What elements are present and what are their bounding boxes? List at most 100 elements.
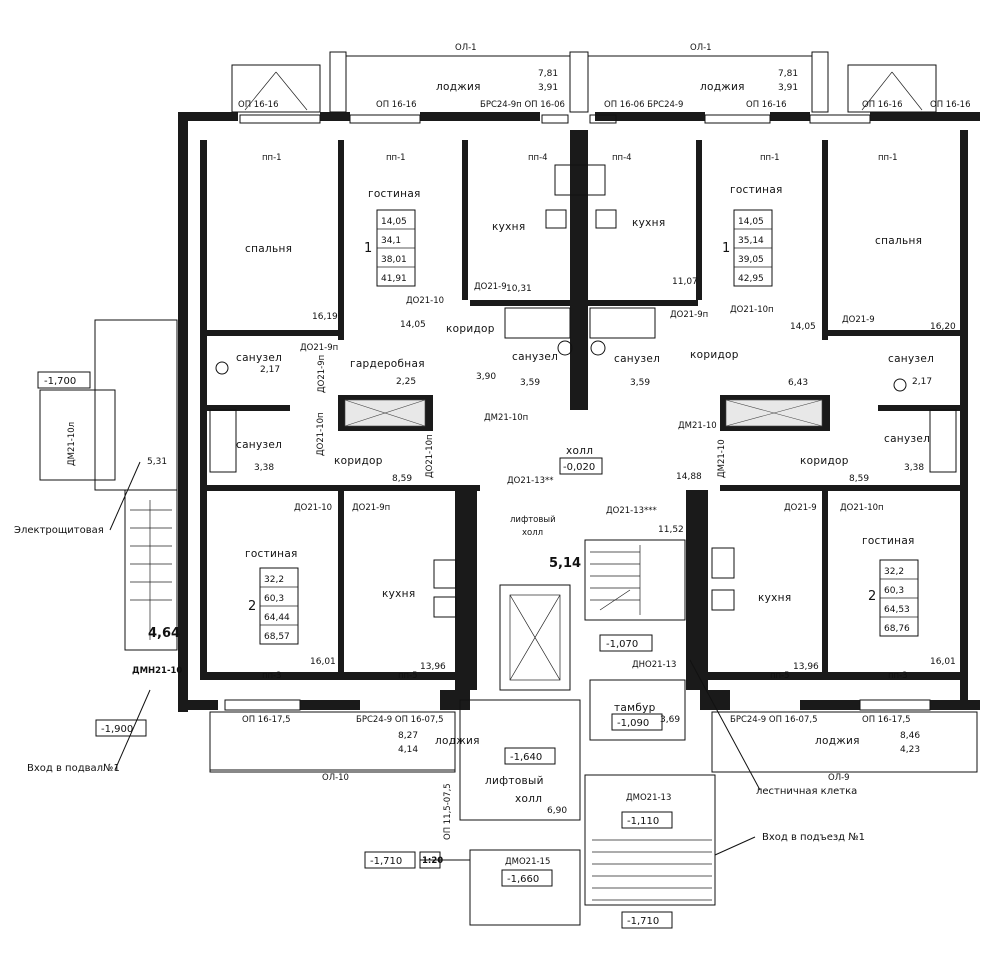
- area-stair: 11,52: [658, 525, 684, 535]
- level-1710-b: -1,710: [627, 916, 659, 927]
- door-do21-10-a: ДО21-10: [406, 296, 444, 306]
- door-dm21-10: ДМ21-10: [678, 421, 717, 431]
- room-living-bottom-left: гостиная: [245, 548, 298, 560]
- pp1-d: пп-1: [878, 153, 898, 163]
- pp3-left: пп-3: [262, 671, 282, 681]
- loggia-tl-area-b: 3,91: [538, 83, 558, 93]
- door-dmo21-13: ДМО21-13: [626, 793, 671, 803]
- op-7: ОП 16-16: [930, 100, 970, 110]
- pp4-b: пп-4: [612, 153, 632, 163]
- room-wardrobe: гардеробная: [350, 358, 425, 370]
- apt-tr-v4: 42,95: [738, 274, 764, 284]
- pp5-right: пп-5: [770, 671, 790, 681]
- apt-br-v2: 60,3: [884, 586, 904, 596]
- area-kitchen-bottom-right: 13,96: [793, 662, 819, 672]
- level-1900: -1,900: [101, 724, 133, 735]
- callout-entrance: Вход в подъезд №1: [762, 832, 865, 843]
- fixtures: [209, 164, 957, 618]
- loggia-top-left: лоджия: [436, 81, 481, 93]
- area-wc-right: 2,17: [912, 377, 932, 387]
- door-do21-10-d: ДО21-10: [294, 503, 332, 513]
- loggia-tl-area-a: 7,81: [538, 69, 558, 79]
- door-do21-10p-b: ДО21-10п: [730, 305, 774, 315]
- door-do21-9-a: ДО21-9: [474, 282, 507, 292]
- door-dmn21-10: ДМН21-10: [132, 666, 182, 676]
- room-loggia-bottom-right: лоджия: [815, 735, 860, 747]
- apt-br-v3: 64,53: [884, 605, 910, 615]
- loggia-bl-area-a: 8,27: [398, 731, 418, 741]
- area-5-31: 5,31: [147, 457, 167, 467]
- door-dm21-10p: ДМ21-10п: [484, 413, 528, 423]
- room-tambur: тамбур: [614, 702, 656, 714]
- room-corridor-2: коридор: [690, 349, 739, 361]
- op-bottom-1: ОП 16-17,5: [242, 715, 291, 725]
- room-corridor-1: коридор: [446, 323, 495, 335]
- area-wc2-right: 3,38: [904, 463, 924, 473]
- apt-tr-v2: 35,14: [738, 236, 764, 246]
- op-bottom-4: ОП 16-17,5: [862, 715, 911, 725]
- ol10: ОЛ-10: [322, 773, 349, 783]
- loggia-tr-area-b: 3,91: [778, 83, 798, 93]
- door-do21-9-e: ДО21-9: [784, 503, 817, 513]
- room-bedroom-left: спальня: [245, 243, 292, 255]
- pp1-b: пп-1: [386, 153, 406, 163]
- apt-tl-v3: 38,01: [381, 255, 407, 265]
- apt-tr-number: 1: [722, 241, 730, 256]
- op-2: ОП 16-16: [376, 100, 416, 110]
- door-dm21-10l: ДМ21-10л: [67, 422, 77, 466]
- door-do21-9p-d: ДО21-9п: [352, 503, 390, 513]
- op-1: ОП 16-16: [238, 100, 278, 110]
- apt-tr-v1: 14,05: [738, 217, 764, 227]
- room-corridor-4: коридор: [800, 455, 849, 467]
- apt-bl-v4: 68,57: [264, 632, 290, 642]
- door-do21-10p-e: ДО21-10п: [840, 503, 884, 513]
- area-corridor-left: 14,05: [400, 320, 426, 330]
- callout-staircase: лестничная клетка: [756, 786, 857, 797]
- area-wardrobe: 2,25: [396, 377, 416, 387]
- area-bedroom-left: 16,19: [312, 312, 338, 322]
- area-tambur: 3,69: [660, 715, 680, 725]
- area-lift-down: 6,90: [547, 806, 567, 816]
- callout-basement-entry: Вход в подвал№1: [27, 763, 120, 774]
- area-bedroom-right: 16,20: [930, 322, 956, 332]
- apt-br-number: 2: [868, 589, 876, 604]
- apt-bl-v3: 64,44: [264, 613, 290, 623]
- ol9: ОЛ-9: [828, 773, 850, 783]
- partition-hatching: [344, 399, 823, 427]
- door-do21-9p: ДО21-9п: [300, 343, 338, 353]
- apt-bl-v2: 60,3: [264, 594, 284, 604]
- room-bedroom-right: спальня: [875, 235, 922, 247]
- apt-bl-number: 2: [248, 599, 256, 614]
- room-kitchen-bottom-left: кухня: [382, 588, 415, 600]
- area-kitchen-top-left: 10,31: [506, 284, 532, 294]
- door-do21-9p-c: ДО21-9п: [670, 310, 708, 320]
- op-4: ОП 16-06 БРС24-9: [604, 100, 683, 110]
- loggia-br-area-b: 4,23: [900, 745, 920, 755]
- room-wc-5: санузел: [888, 353, 934, 365]
- room-living-top-left: гостиная: [368, 188, 421, 200]
- leader-lines: [109, 461, 761, 861]
- loggias: [209, 51, 978, 773]
- door-vert-4: ДМ21-10: [717, 439, 727, 478]
- door-do21-13-a: ДО21-13**: [507, 476, 554, 486]
- loggia-bl-area-b: 4,14: [398, 745, 418, 755]
- area-bath-left: 3,90: [476, 372, 496, 382]
- pp3-right: пп-3: [888, 671, 908, 681]
- area-hall: 14,88: [676, 472, 702, 482]
- level-1070: -1,070: [606, 639, 638, 650]
- area-wc2-left: 3,38: [254, 463, 274, 473]
- apt-tl-v4: 41,91: [381, 274, 407, 284]
- room-loggia-bottom-left: лоджия: [435, 735, 480, 747]
- room-corridor-3: коридор: [334, 455, 383, 467]
- windows: [224, 114, 931, 711]
- level-boxes: [37, 371, 673, 929]
- apt-tl-v2: 34,1: [381, 236, 401, 246]
- room-wc-4: санузел: [614, 353, 660, 365]
- level-1700: -1,700: [44, 376, 76, 387]
- op-6: ОП 16-16: [862, 100, 902, 110]
- door-vert-3: ДО21-10п: [425, 434, 435, 478]
- room-wc-2: санузел: [236, 439, 282, 451]
- room-wc-6: санузел: [884, 433, 930, 445]
- op-bottom-2: БРС24-9 ОП 16-07,5: [356, 715, 443, 725]
